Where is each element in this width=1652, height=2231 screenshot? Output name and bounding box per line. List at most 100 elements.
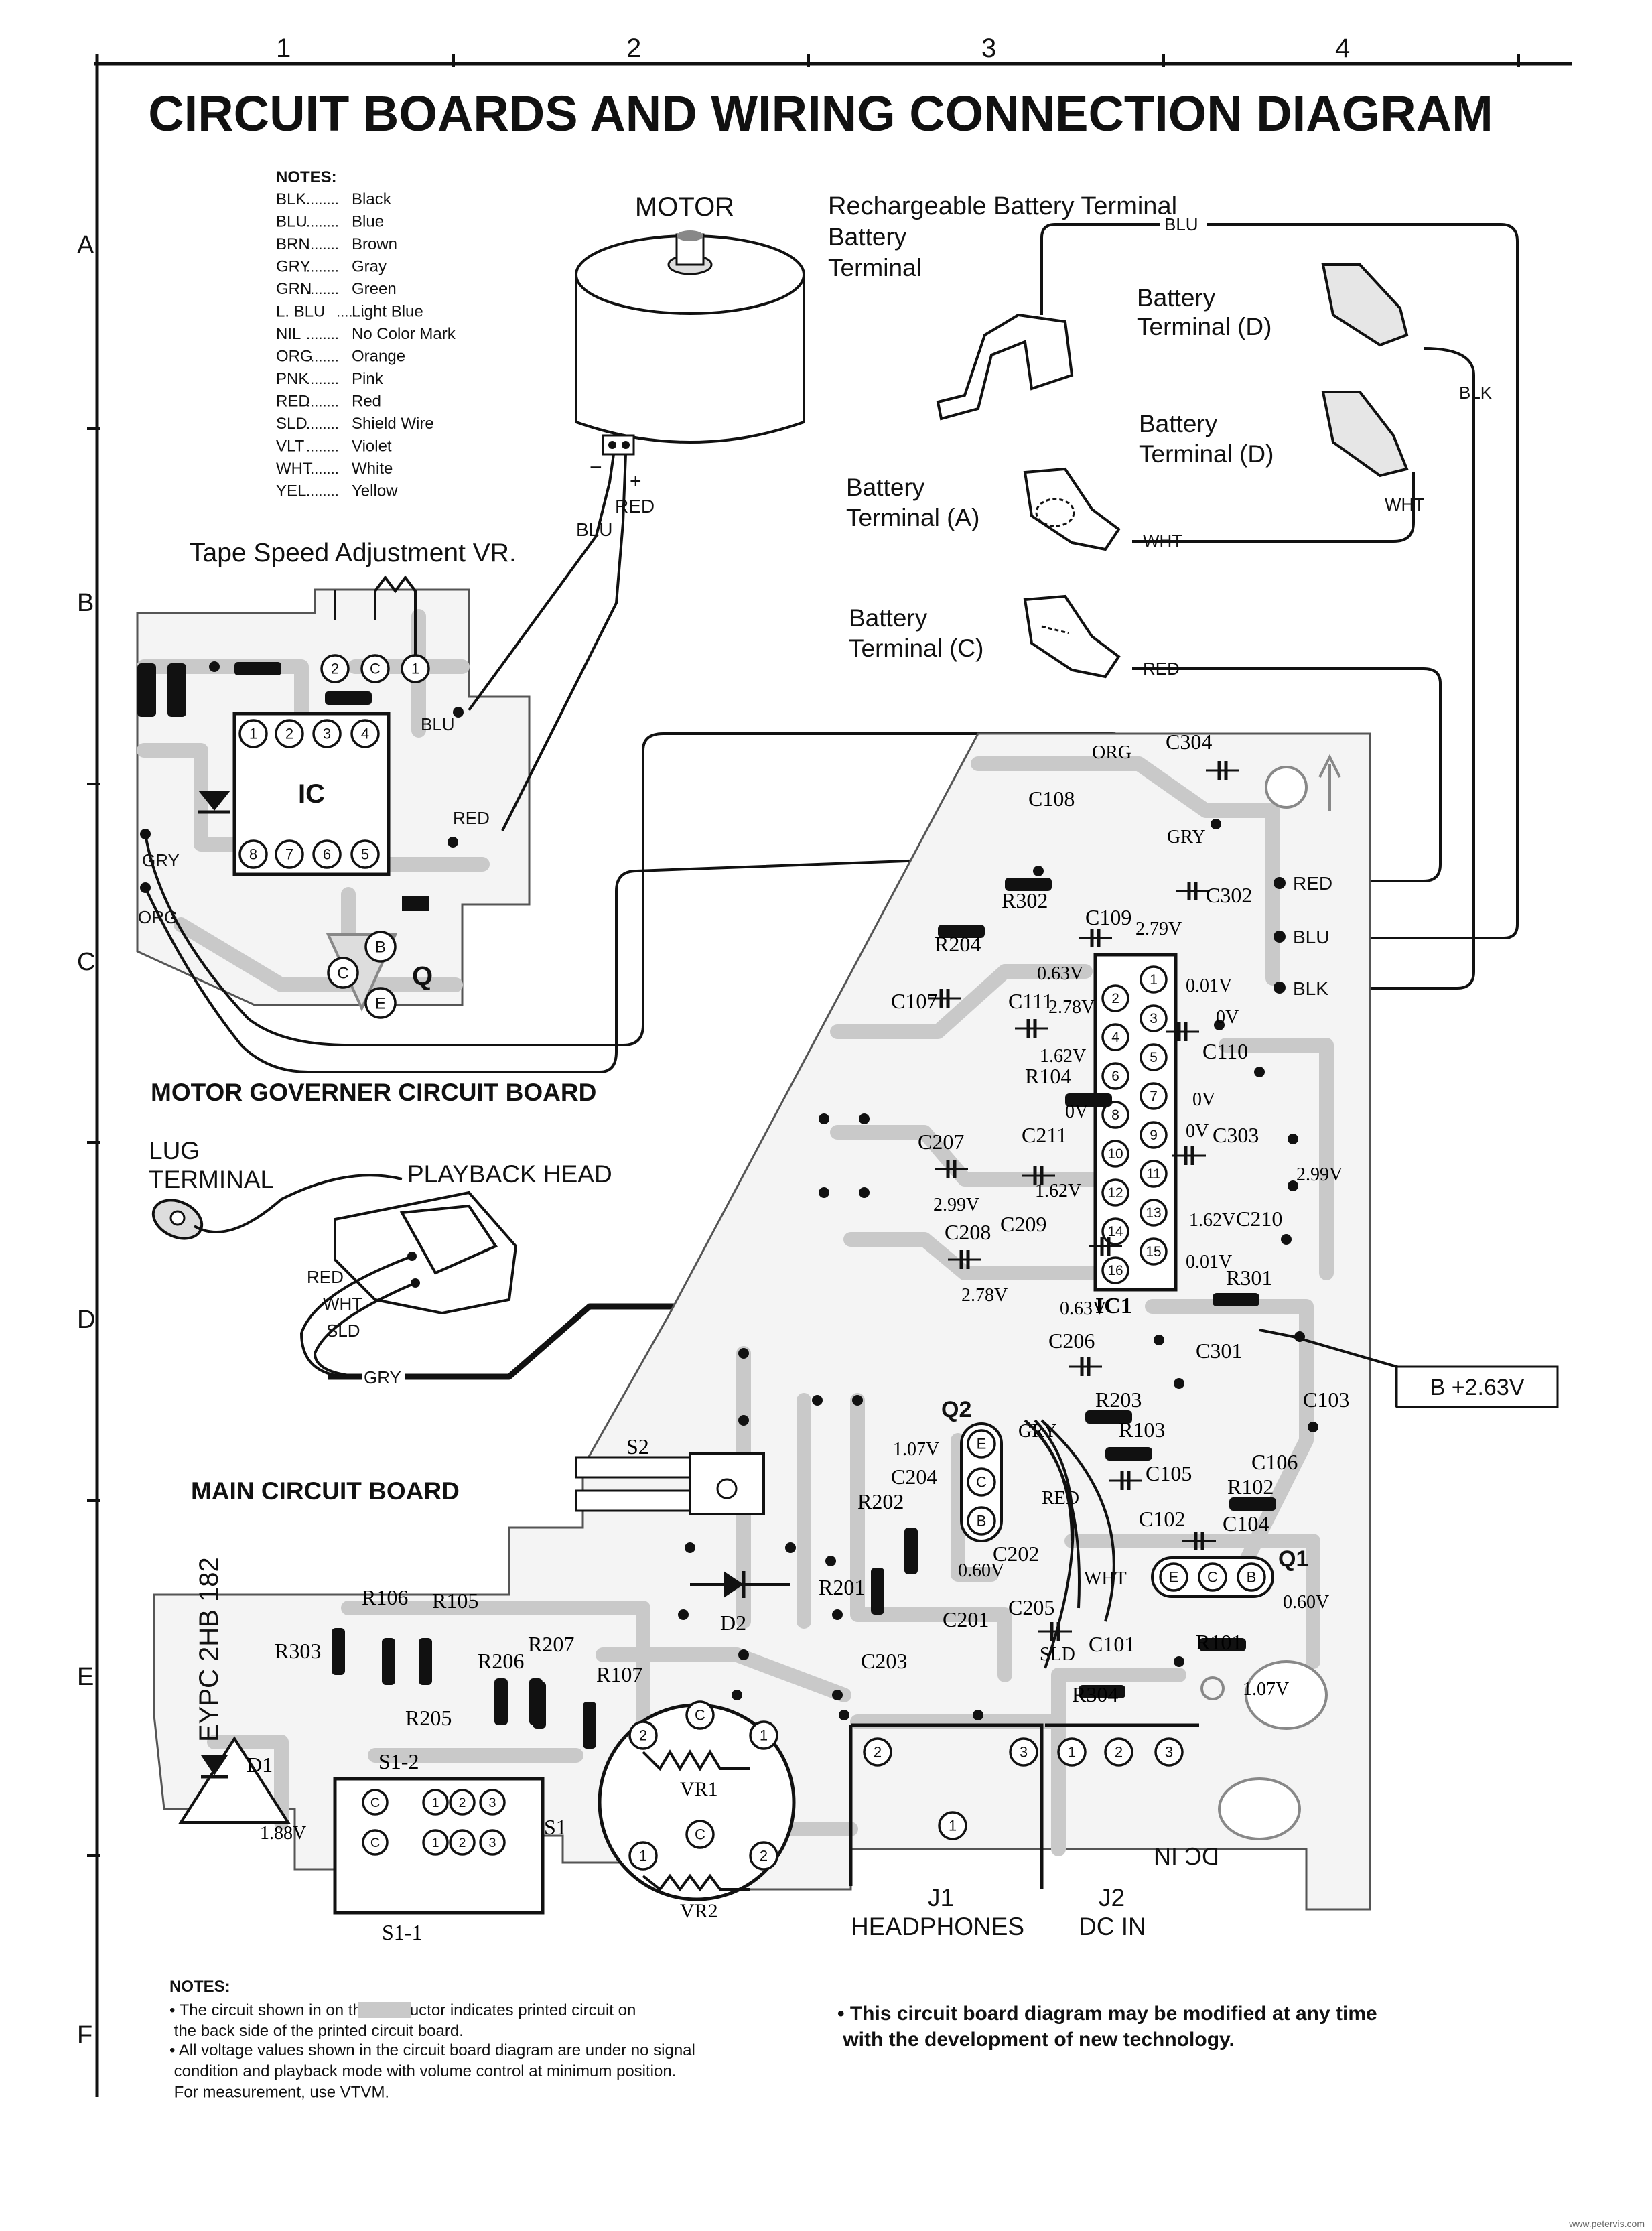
- j2-desc: DC IN: [1079, 1913, 1146, 1940]
- color-code: NIL: [276, 325, 301, 343]
- ref-c204: C204: [891, 1465, 937, 1489]
- s2-label: S2: [626, 1434, 649, 1459]
- resistor-body: [533, 1682, 546, 1729]
- ic1-pin-circle: [1140, 1160, 1168, 1188]
- color-name: Yellow: [352, 482, 398, 500]
- leader-dots: ........: [306, 281, 339, 297]
- ref-r105: R105: [432, 1588, 478, 1613]
- s1-pin-circle: [362, 1829, 389, 1856]
- q1-pin-circle: [1198, 1562, 1227, 1592]
- solder-pad: [832, 1690, 843, 1700]
- voltage-v001a: 0.01V: [1186, 975, 1232, 996]
- q-label: Q: [412, 961, 433, 991]
- ref-c105: C105: [1146, 1461, 1192, 1485]
- wire-label: WHT: [323, 1294, 362, 1314]
- color-code: BLK: [276, 190, 306, 208]
- lug-label-b: TERMINAL: [149, 1166, 274, 1193]
- ref-c205: C205: [1008, 1595, 1054, 1619]
- column-label: 1: [276, 33, 291, 63]
- wire-label: WHT: [1385, 494, 1424, 515]
- ref-c203: C203: [861, 1649, 907, 1673]
- leader-dots: ........: [306, 236, 339, 253]
- wire-label: ORG: [1092, 742, 1131, 763]
- ref-c111: C111: [1008, 989, 1053, 1013]
- wire-label: BLK: [1293, 978, 1328, 999]
- solder-pad: [1154, 1335, 1164, 1345]
- battery-d1-label-a: Battery: [1137, 284, 1216, 312]
- ref-c302: C302: [1206, 883, 1252, 907]
- board-mark: EYPC 2HB 182: [194, 1557, 224, 1742]
- ref-r201: R201: [819, 1575, 865, 1599]
- d2-label: D2: [720, 1611, 746, 1635]
- row-label: B: [77, 589, 94, 617]
- color-notes-list: BLK........BlackBLU........BlueBRN......…: [276, 190, 456, 500]
- solder-pad: [738, 1415, 749, 1426]
- leader-dots: ........: [306, 191, 339, 208]
- row-label: F: [77, 2021, 92, 2049]
- ref-c107: C107: [891, 989, 937, 1013]
- solder-pad: [1308, 1422, 1318, 1432]
- ref-r303: R303: [275, 1639, 321, 1663]
- j2-label: J2: [1099, 1884, 1125, 1911]
- voltage-v0b: 0V: [1216, 1007, 1239, 1028]
- leader-dots: ........: [306, 370, 339, 387]
- battery-a-label-a: Battery: [846, 474, 925, 501]
- ref-c304: C304: [1166, 730, 1212, 754]
- lug-label-a: LUG: [149, 1137, 200, 1164]
- ic1-pin-circle: [1140, 1121, 1168, 1149]
- resistor-body: [382, 1638, 395, 1685]
- row-label: D: [77, 1306, 95, 1334]
- voltage-v299a: 2.99V: [933, 1195, 979, 1215]
- tape-vr-pin-circle: [320, 654, 350, 683]
- ic1-pin-circle: [1140, 1082, 1168, 1110]
- watermark: www.petervis.com: [1568, 2218, 1645, 2229]
- voltage-v0c: 0V: [1192, 1089, 1215, 1110]
- s1-pin-circle: [422, 1789, 449, 1816]
- color-name: Shield Wire: [352, 415, 434, 433]
- resistor-body: [419, 1638, 432, 1685]
- q-pin: C: [337, 964, 348, 982]
- color-name: White: [352, 460, 393, 478]
- ref-c206: C206: [1048, 1329, 1095, 1353]
- j1-pin: 2: [874, 1744, 882, 1761]
- q2-pin: C: [976, 1474, 987, 1491]
- battery-d1-label-b: Terminal (D): [1137, 313, 1271, 340]
- j2-pin-circle: [1057, 1737, 1087, 1767]
- solder-pad: [1288, 1134, 1298, 1144]
- resistor-body: [1005, 878, 1052, 891]
- ref-r301: R301: [1226, 1266, 1272, 1290]
- s1-pin: C: [370, 1836, 380, 1850]
- solder-pad: [1288, 1180, 1298, 1191]
- ic1-pin-circle: [1101, 1062, 1129, 1090]
- s1-pin-circle: [422, 1829, 449, 1856]
- label-line: Battery: [828, 223, 907, 251]
- ic1-pin-circle: [1140, 1237, 1168, 1266]
- resistor-body: [1105, 1447, 1152, 1461]
- color-code: GRY: [276, 258, 311, 276]
- ic1-pin: 15: [1146, 1244, 1161, 1260]
- ref-c301: C301: [1196, 1339, 1242, 1363]
- ic-pin-circle: [312, 719, 342, 748]
- resistor-body: [871, 1568, 884, 1615]
- ic1-pin-circle: [1101, 1178, 1129, 1207]
- voltage-v063a: 0.63V: [1037, 963, 1083, 984]
- resistor-body: [938, 925, 985, 938]
- j1-desc: HEADPHONES: [851, 1913, 1024, 1940]
- q-pin: B: [375, 938, 386, 956]
- s1-pin: C: [370, 1796, 380, 1810]
- solder-pad: [973, 1710, 983, 1720]
- vr1-pin: 2: [639, 1727, 647, 1744]
- ic-pin: 3: [323, 726, 331, 742]
- color-name: No Color Mark: [352, 325, 456, 343]
- ref-c102: C102: [1139, 1507, 1185, 1531]
- vr2-pin: 1: [639, 1848, 647, 1865]
- voltage-v162a: 1.62V: [1040, 1046, 1086, 1067]
- wire-label: RED: [453, 808, 490, 828]
- ref-c106: C106: [1251, 1450, 1298, 1474]
- resistor-body: [1199, 1638, 1246, 1651]
- leader-dots: ........: [306, 483, 339, 500]
- d1-label: D1: [247, 1753, 273, 1777]
- ic1-pin-circle: [1101, 1256, 1129, 1284]
